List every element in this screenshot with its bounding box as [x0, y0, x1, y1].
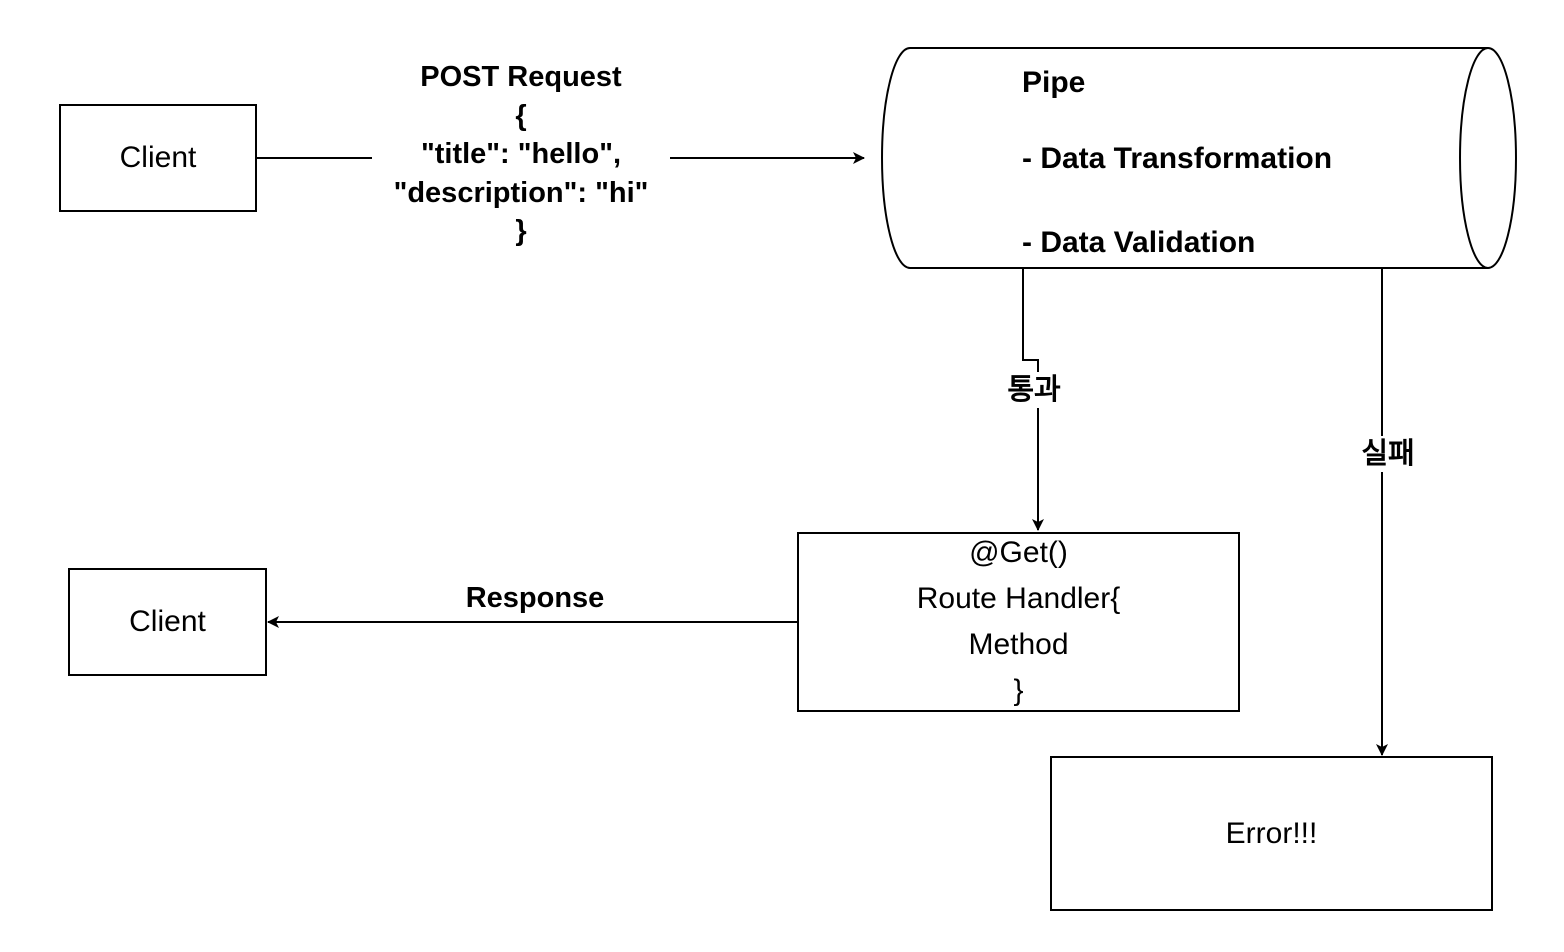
response-label: Response — [465, 582, 605, 614]
pipe-cylinder — [881, 47, 1517, 269]
pass-label: 통과 — [998, 372, 1070, 408]
request-line: POST Request — [420, 61, 622, 93]
pass-arrow — [1022, 268, 1044, 531]
handler-method: Method — [968, 628, 1069, 661]
request-line: "title": "hello", — [421, 138, 621, 170]
request-line: { — [515, 99, 527, 132]
client-top-label: Client — [119, 141, 197, 174]
request-line: } — [515, 215, 527, 247]
fail-label: 실패 — [1352, 436, 1424, 472]
client-box-bottom: Client — [68, 568, 267, 676]
error-label: Error!!! — [1225, 816, 1318, 850]
pipe-item-validation: - Data Validation — [1022, 226, 1256, 259]
pipe-title: Pipe — [1022, 66, 1086, 99]
handler-close-brace: } — [1013, 674, 1024, 707]
request-label: POST Request { "title": "hello", "descri… — [372, 58, 670, 251]
client-bottom-label: Client — [129, 605, 206, 638]
route-handler-box: @Get() Route Handler{ Method } — [797, 532, 1240, 712]
pipe-item-transformation: - Data Transformation — [1022, 142, 1333, 175]
handler-decorator: @Get() — [969, 536, 1068, 569]
handler-title: Route Handler{ — [916, 582, 1121, 615]
client-box-top: Client — [59, 104, 257, 212]
error-box: Error!!! — [1050, 756, 1493, 911]
request-line: "description": "hi" — [393, 176, 649, 209]
